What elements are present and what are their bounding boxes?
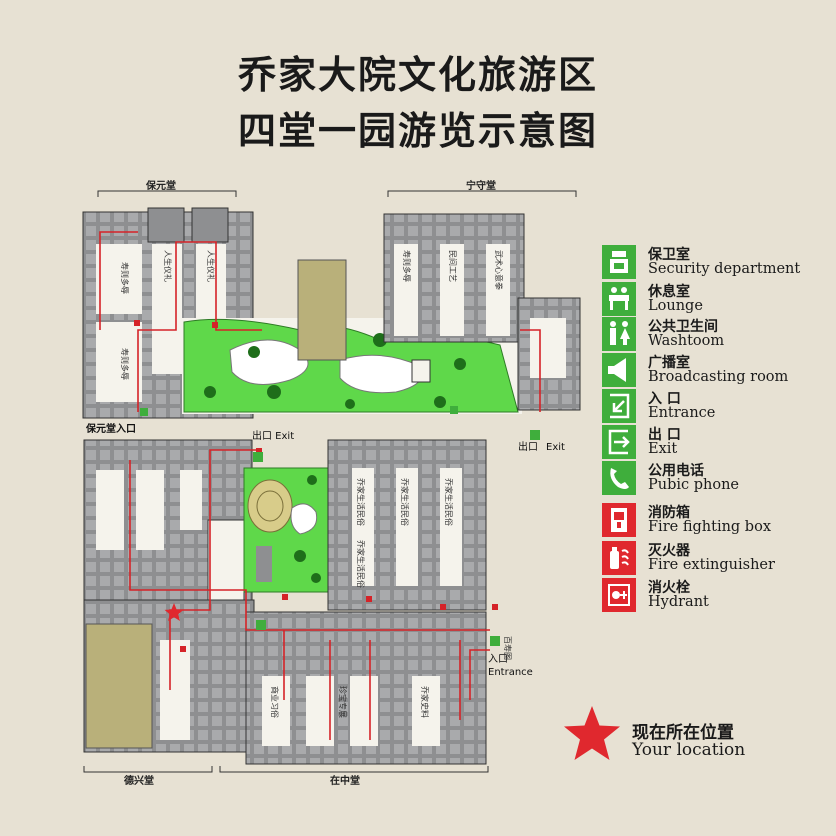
east-entrance-label-cn: 入口: [488, 654, 508, 665]
hydrant-icon: [602, 578, 636, 612]
hall-bracket-ningshou: [387, 190, 577, 197]
hall-label-dexing: 德兴堂: [123, 774, 154, 787]
you-are-here-label-cn: 现在所在位置: [632, 723, 734, 743]
east-gate-label: 百寿图: [503, 636, 513, 660]
broadcast-icon: [602, 353, 636, 387]
security-icon: [602, 245, 636, 279]
room-label-13: 珍宝专展: [338, 686, 348, 718]
room-label-8: 乔家生活民俗: [356, 478, 366, 526]
hall-label-ningshou: 宁守堂: [466, 179, 496, 192]
hall-label-baoyuan: 保元堂: [145, 179, 176, 192]
ningshou-hall-compound: [383, 213, 581, 411]
you-are-here-star-icon: [564, 706, 620, 760]
room-label-5: 寿则多辱: [402, 250, 412, 282]
room-label-3: 人生仪礼: [206, 250, 216, 282]
map-title-line2: 四堂一园游览示意图: [237, 109, 598, 153]
hall-bracket-zaizhong: [219, 766, 489, 773]
baoyuan-entrance-label: 保元堂入口: [85, 422, 136, 435]
room-label-14: 乔家史料: [420, 686, 430, 718]
dexing-hall-compound: [83, 439, 255, 753]
washroom-icon: [602, 317, 636, 351]
central-courtyard-garden: [243, 467, 329, 593]
map-title-line1: 乔家大院文化旅游区: [237, 53, 598, 97]
center-exit-label: 出口 Exit: [252, 429, 294, 442]
baoyuan-hall-compound: [82, 207, 254, 419]
room-label-7: 武术心意拳: [494, 250, 504, 290]
you-are-here-label-en: Your location: [632, 740, 746, 760]
hall-label-zaizhong: 在中堂: [330, 774, 360, 787]
lounge-icon: [602, 282, 636, 316]
map-facility-markers: [140, 406, 540, 646]
central-garden: [182, 259, 522, 414]
east-exit-label-en: Exit: [546, 442, 565, 453]
hall-bracket-dexing: [83, 766, 213, 773]
room-label-9: 乔家生活民俗: [400, 478, 410, 526]
entrance-icon: [602, 389, 636, 423]
room-label-10: 乔家生活民俗: [444, 478, 454, 526]
phone-icon: [602, 461, 636, 495]
zaizhong-hall-compound: [245, 439, 487, 765]
room-label-4: 寿则多辱: [120, 348, 130, 380]
tour-route: [99, 231, 541, 740]
hall-bracket-baoyuan: [97, 190, 237, 197]
fire-box-icon: [602, 503, 636, 537]
you-are-here-marker: [164, 603, 184, 621]
room-label-1: 寿则多辱: [120, 262, 130, 294]
east-entrance-label-en: Entrance: [488, 667, 533, 678]
east-exit-label-cn: 出口: [518, 440, 538, 453]
room-label-2: 人生仪礼: [163, 250, 173, 282]
exit-icon: [602, 425, 636, 459]
extinguisher-icon: [602, 541, 636, 575]
you-are-here-legend: 现在所在位置 Your location: [560, 702, 820, 766]
room-label-6: 民间工艺: [448, 250, 457, 282]
room-label-12: 商业习俗: [270, 686, 280, 718]
route-dots: [134, 320, 498, 652]
room-label-11: 乔家生活民俗: [356, 540, 366, 588]
